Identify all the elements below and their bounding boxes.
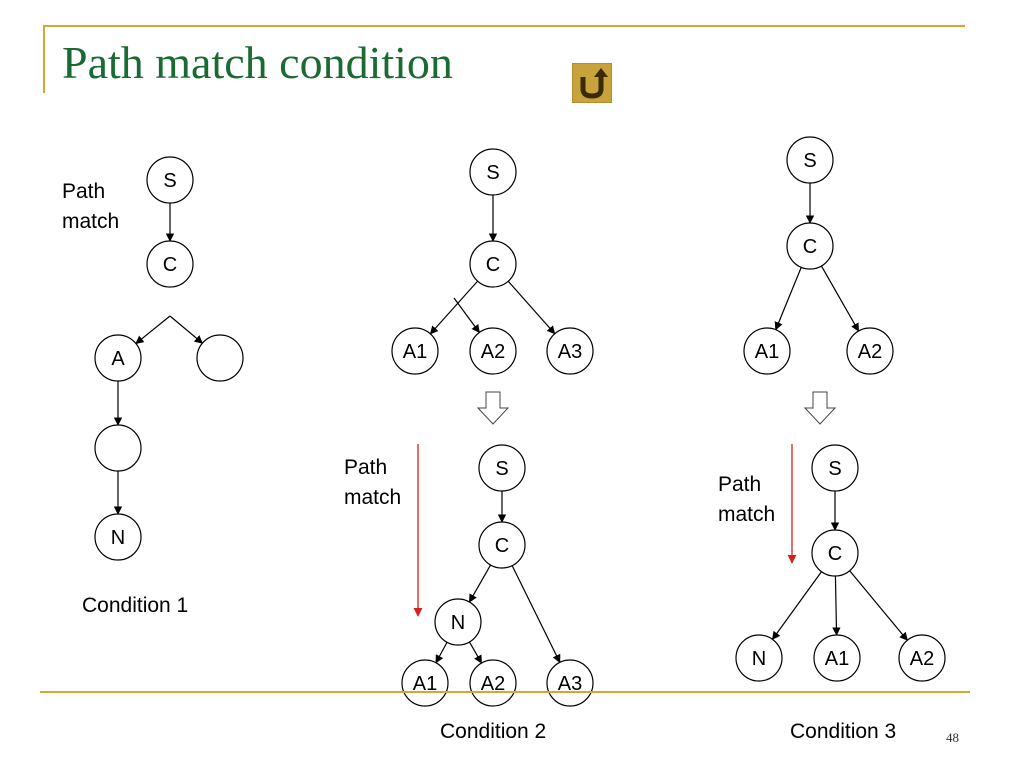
edge-c-a3	[511, 565, 561, 664]
node-label-n: N	[752, 648, 766, 670]
page-title: Path match condition	[62, 37, 453, 88]
node-a3	[546, 327, 594, 375]
node-a2	[469, 327, 517, 375]
edge-c-a2	[453, 297, 480, 334]
edge-n-a2	[468, 641, 483, 664]
node-s	[478, 444, 526, 492]
node-label-a1: A1	[825, 648, 849, 670]
condition-caption: Condition 1	[82, 594, 188, 617]
node-a2	[846, 327, 894, 375]
node-label-s: S	[828, 458, 841, 480]
page-number: 48	[946, 730, 959, 745]
back-button[interactable]	[572, 63, 612, 103]
path-match-label: Path	[344, 456, 387, 479]
node-a	[94, 334, 142, 382]
node-a2	[898, 634, 946, 682]
node-s	[469, 148, 517, 196]
node-label-a1: A1	[403, 341, 427, 363]
bottom-rule	[40, 691, 970, 693]
edge-c-n	[468, 564, 492, 603]
node-a1	[813, 634, 861, 682]
node-label-s: S	[163, 170, 176, 192]
node-a1	[391, 327, 439, 375]
node-n	[94, 513, 142, 561]
node-c	[146, 240, 194, 288]
node-n	[434, 598, 482, 646]
node-label-n: N	[111, 527, 125, 549]
edge-c-n	[771, 571, 823, 641]
condition-caption: Condition 3	[790, 720, 896, 743]
node-label-a1: A1	[413, 673, 437, 695]
node-label-c: C	[486, 254, 500, 276]
edge-n-a1	[435, 641, 448, 664]
node-label-a1: A1	[755, 341, 779, 363]
edge-c-a2	[849, 570, 908, 641]
node-label-s: S	[803, 150, 816, 172]
return-arrow-icon	[580, 68, 608, 99]
node-label-c: C	[495, 535, 509, 557]
node-label-a3: A3	[558, 673, 582, 695]
path-match-label: match	[62, 210, 119, 233]
node-s	[146, 156, 194, 204]
condition-caption: Condition 2	[440, 720, 546, 743]
path-match-label: match	[718, 503, 775, 526]
node-label-a2: A2	[481, 341, 505, 363]
node-c	[469, 240, 517, 288]
node-a3	[546, 659, 594, 707]
path-match-label: Path	[62, 180, 105, 203]
edge-c-a	[135, 315, 171, 345]
node-a2	[469, 659, 517, 707]
node-x2	[94, 424, 142, 472]
transform-down-arrow	[803, 391, 837, 425]
path-match-label: match	[344, 486, 401, 509]
node-s	[786, 136, 834, 184]
edge-c-a2	[820, 265, 860, 332]
node-x1	[196, 334, 244, 382]
node-label-s: S	[495, 458, 508, 480]
node-label-c: C	[828, 543, 842, 565]
node-label-a2: A2	[910, 648, 934, 670]
node-label-a: A	[111, 348, 125, 370]
node-label-c: C	[163, 254, 177, 276]
node-label-a2: A2	[481, 673, 505, 695]
node-a1	[743, 327, 791, 375]
edge-c-a1	[429, 280, 479, 335]
edge-c-x1	[169, 315, 204, 344]
node-label-n: N	[451, 612, 465, 634]
node-n	[735, 634, 783, 682]
top-rule	[44, 25, 965, 27]
node-c	[811, 529, 859, 577]
node-label-s: S	[486, 162, 499, 184]
node-s	[811, 444, 859, 492]
transform-down-arrow	[476, 391, 510, 425]
left-rule	[43, 25, 45, 93]
path-match-label: Path	[718, 473, 761, 496]
edge-c-a1	[832, 575, 841, 636]
node-a1	[401, 659, 449, 707]
node-c	[478, 521, 526, 569]
node-label-a2: A2	[858, 341, 882, 363]
node-label-c: C	[803, 236, 817, 258]
edge-c-a1	[774, 267, 802, 331]
edge-c-a3	[507, 280, 556, 335]
node-c	[786, 222, 834, 270]
node-label-a3: A3	[558, 341, 582, 363]
